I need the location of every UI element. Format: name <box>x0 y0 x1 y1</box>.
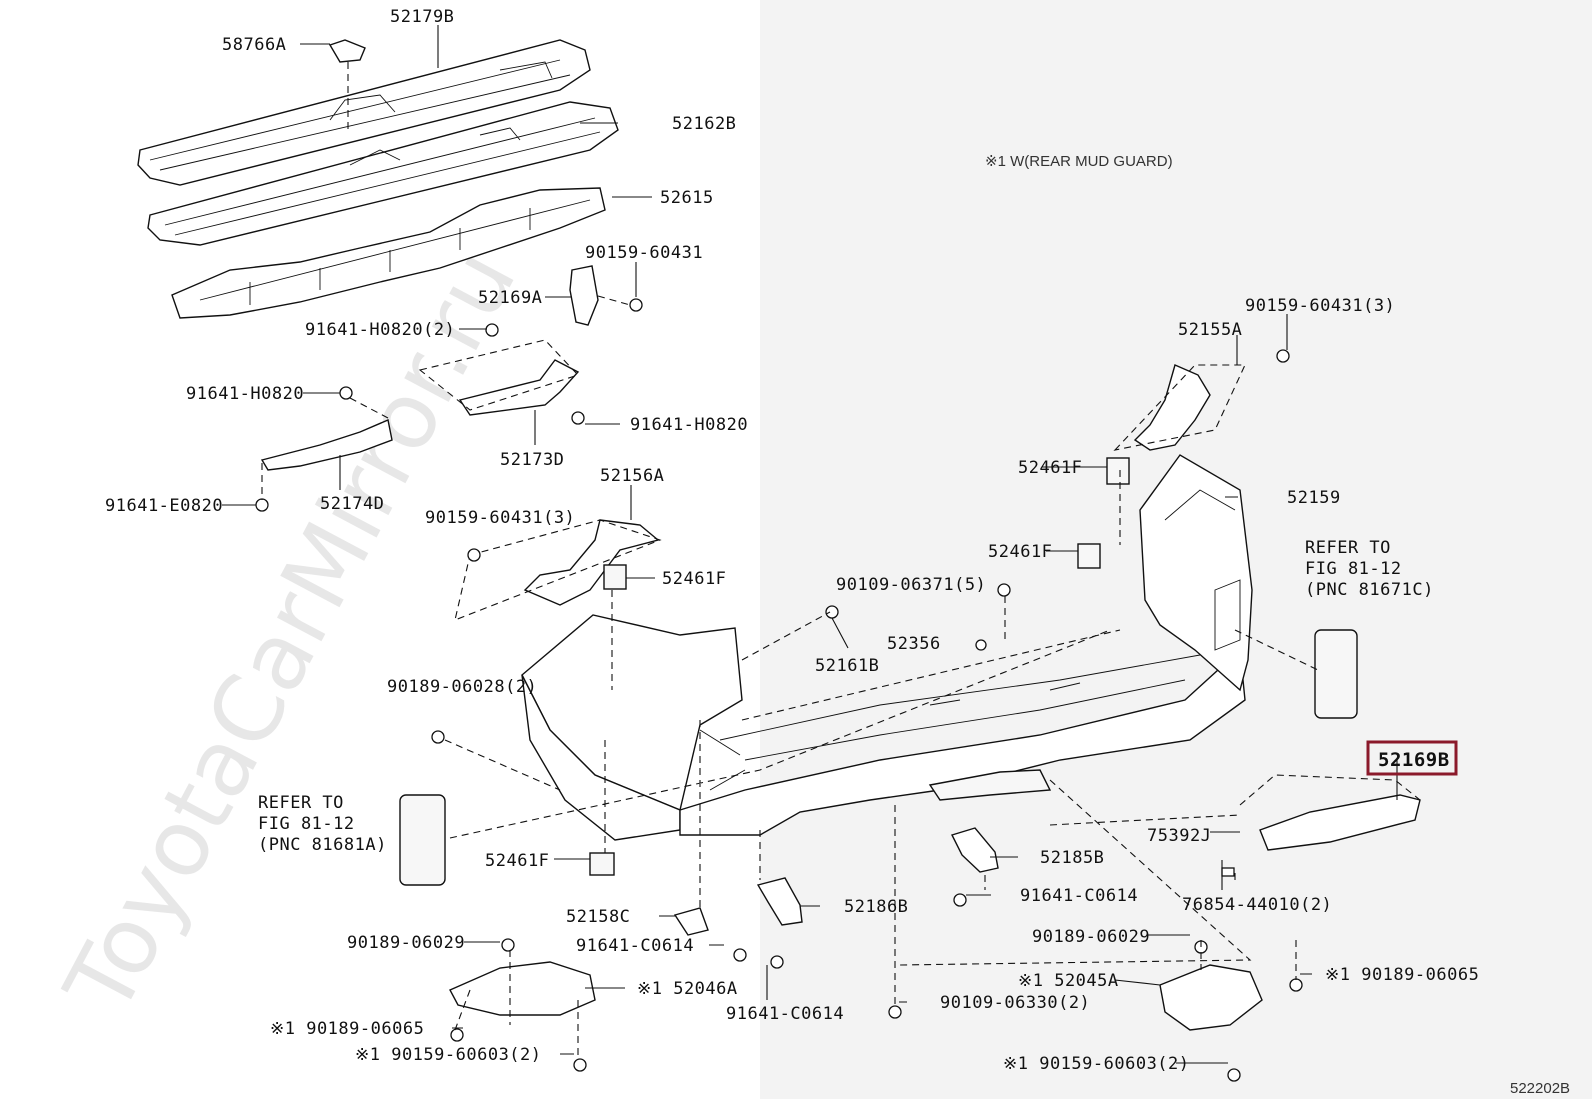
ref-right-line3: (PNC 81671C) <box>1305 580 1434 600</box>
ref-left-line2: FIG 81-12 <box>258 814 355 834</box>
label-90189-06029-a: 90189-06029 <box>347 933 465 953</box>
label-52174D: 52174D <box>320 494 384 514</box>
part-52169B-drawing[interactable] <box>1259 794 1421 851</box>
label-52461F-c: 52461F <box>988 542 1052 562</box>
label-52461F-a: 52461F <box>662 569 726 589</box>
label-91641-H0820-2: 91641-H0820(2) <box>305 320 455 340</box>
highlighted-part-52169B[interactable]: 52169B <box>1366 740 1458 776</box>
part-52162B-drawing[interactable] <box>147 101 619 246</box>
label-52161B: 52161B <box>815 656 879 676</box>
part-52173D-drawing[interactable] <box>458 359 580 416</box>
label-90159-60431-3a: 90159-60431(3) <box>425 508 575 528</box>
label-52615: 52615 <box>660 188 714 208</box>
part-52461F-pad-b[interactable] <box>1106 457 1130 485</box>
label-52156A: 52156A <box>600 466 664 486</box>
reflector-left-drawing[interactable] <box>399 794 446 886</box>
part-52045A-drawing[interactable] <box>1159 964 1263 1031</box>
part-52179B-drawing[interactable] <box>137 39 591 186</box>
label-52461F-d: 52461F <box>485 851 549 871</box>
reflector-right-drawing[interactable] <box>1314 629 1358 719</box>
label-91641-E0820: 91641-E0820 <box>105 496 223 516</box>
note-rear-mud-guard: ※1 W(REAR MUD GUARD) <box>985 153 1173 170</box>
part-rear-bumper-cover-drawing[interactable] <box>521 614 1246 841</box>
label-52046A: ※1 52046A <box>637 979 738 999</box>
part-52174D-drawing[interactable] <box>260 419 393 471</box>
label-90189-06065-a: ※1 90189-06065 <box>270 1019 424 1039</box>
label-91641-C0614-c: 91641-C0614 <box>726 1004 844 1024</box>
label-52179B: 52179B <box>390 7 454 27</box>
label-52158C: 52158C <box>566 907 630 927</box>
ref-right-line2: FIG 81-12 <box>1305 559 1402 579</box>
ref-right-line1: REFER TO <box>1305 538 1391 558</box>
label-52162B: 52162B <box>672 114 736 134</box>
part-52159-drawing[interactable] <box>1139 454 1253 692</box>
label-90189-06029-b: 90189-06029 <box>1032 927 1150 947</box>
label-52045A: ※1 52045A <box>1018 971 1119 991</box>
label-90159-60603-a: ※1 90159-60603(2) <box>355 1045 542 1065</box>
label-75392J: 75392J <box>1147 826 1211 846</box>
label-52159: 52159 <box>1287 488 1341 508</box>
label-91641-H0820-b: 91641-H0820 <box>630 415 748 435</box>
part-52046A-drawing[interactable] <box>449 961 596 1016</box>
fasteners <box>431 583 1303 1082</box>
part-52186B-drawing[interactable] <box>756 877 803 926</box>
part-52461F-pad-d[interactable] <box>589 852 615 876</box>
part-52169A-drawing[interactable] <box>569 265 599 326</box>
label-52186B: 52186B <box>844 897 908 917</box>
label-52461F-b: 52461F <box>1018 458 1082 478</box>
part-58766A-drawing[interactable] <box>328 39 366 63</box>
label-90159-60431-3b: 90159-60431(3) <box>1245 296 1395 316</box>
part-52461F-pad-a[interactable] <box>603 564 627 590</box>
label-91641-H0820-a: 91641-H0820 <box>186 384 304 404</box>
ref-left-line1: REFER TO <box>258 793 344 813</box>
part-52615-drawing[interactable] <box>171 187 606 319</box>
label-52173D: 52173D <box>500 450 564 470</box>
label-90189-06028: 90189-06028(2) <box>387 677 537 697</box>
label-90109-06330: 90109-06330(2) <box>940 993 1090 1013</box>
part-52185B-drawing[interactable] <box>951 827 999 873</box>
label-52169B: 52169B <box>1378 749 1450 771</box>
label-91641-C0614-b: 91641-C0614 <box>576 936 694 956</box>
part-52156A-drawing[interactable] <box>523 519 660 606</box>
highlight-box <box>1366 740 1458 776</box>
labels: 52179B 58766A 52162B 52615 90159-60431 5… <box>105 7 1570 1097</box>
label-58766A: 58766A <box>222 35 286 55</box>
label-52356: 52356 <box>887 634 941 654</box>
label-90109-06371: 90109-06371(5) <box>836 575 986 595</box>
part-52461F-pad-c[interactable] <box>1077 543 1101 569</box>
label-91641-C0614-a: 91641-C0614 <box>1020 886 1138 906</box>
ref-left-line3: (PNC 81681A) <box>258 835 387 855</box>
assembly-lines <box>444 470 1319 1060</box>
label-52169A: 52169A <box>478 288 542 308</box>
label-90159-60603-b: ※1 90159-60603(2) <box>1003 1054 1190 1074</box>
watermark: ToyotaCarMirror.ru <box>44 233 536 1032</box>
label-90189-06065-b: ※1 90189-06065 <box>1325 965 1479 985</box>
label-52185B: 52185B <box>1040 848 1104 868</box>
label-76854: 76854-44010(2) <box>1182 895 1332 915</box>
leader-lines <box>222 25 1398 1064</box>
diagram-id: 522202B <box>1510 1080 1570 1097</box>
part-52158C-drawing[interactable] <box>673 907 709 936</box>
label-90159-60431: 90159-60431 <box>585 243 703 263</box>
label-52155A: 52155A <box>1178 320 1242 340</box>
part-52155A-drawing[interactable] <box>1133 364 1211 451</box>
